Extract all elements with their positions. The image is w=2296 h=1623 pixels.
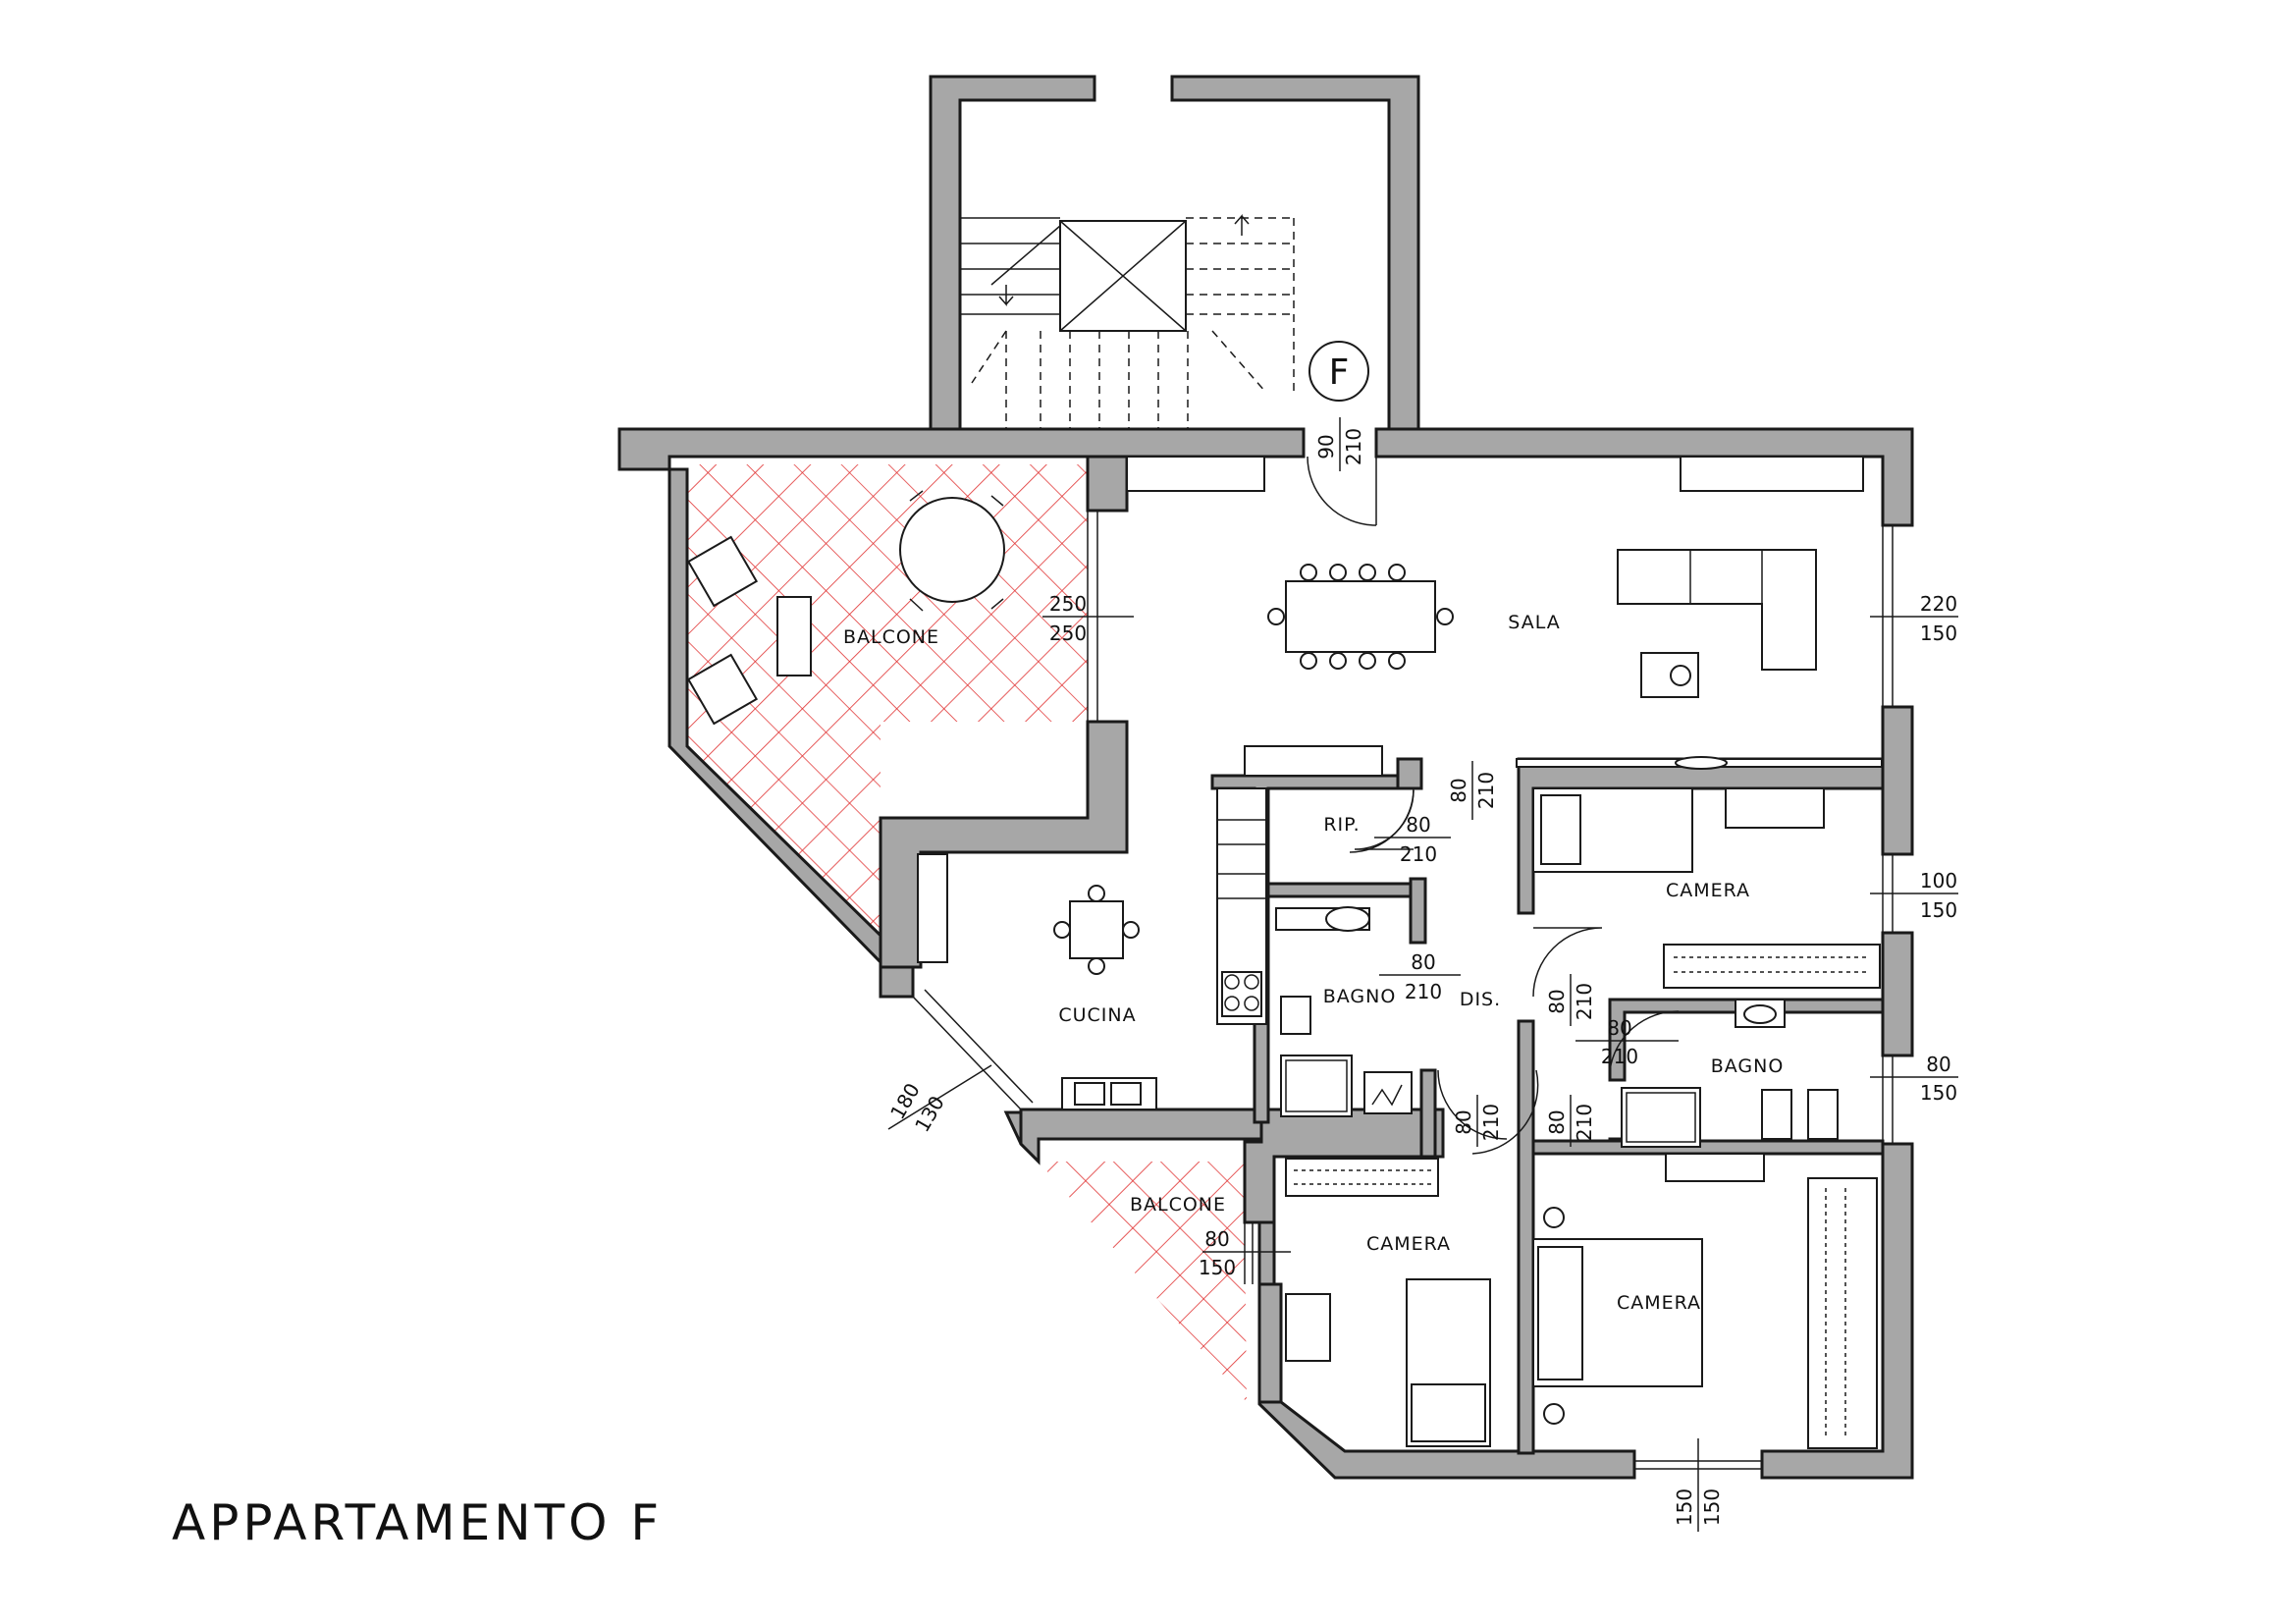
dim-sala-height: 150 — [1920, 622, 1957, 645]
dim-balcone-window: 250 250 — [1042, 592, 1134, 645]
dim-camera-bottom-window: 80 150 — [1199, 1227, 1291, 1279]
dim-bagno-width: 80 — [1411, 950, 1435, 974]
room-label-balcone-small: BALCONE — [1130, 1194, 1226, 1216]
dimension-labels: 90 210 250 250 220 150 80 210 80 210 100… — [885, 417, 1958, 1532]
dim-camera-bottom-door-height: 210 — [1479, 1104, 1503, 1141]
dim-bagno-right-door: 80 210 — [1575, 1016, 1679, 1068]
room-label-cucina: CUCINA — [1058, 1004, 1136, 1026]
room-label-camera-bottom-right: CAMERA — [1617, 1292, 1701, 1314]
balcony-furniture — [686, 490, 1005, 726]
dim-camera-bottom-right-win-width: 150 — [1673, 1488, 1696, 1526]
dim-camera-bottom-right-door-height: 210 — [1573, 1104, 1596, 1141]
dim-rip-width: 80 — [1406, 813, 1430, 837]
dim-sala-window: 220 150 — [1870, 592, 1958, 645]
dim-dis-door: 80 210 — [1447, 761, 1498, 820]
room-label-balcone: BALCONE — [843, 626, 939, 648]
room-label-camera: CAMERA — [1666, 880, 1750, 901]
dim-cucina-window: 180 130 — [885, 1064, 992, 1136]
bathroom-fixtures — [1280, 996, 1839, 1148]
dim-camera-bottom-right-win-height: 150 — [1700, 1488, 1724, 1526]
dim-camera-bottom-right-door: 80 210 — [1545, 1095, 1596, 1147]
doors — [1307, 456, 1680, 1155]
dim-entrance: 90 210 — [1314, 417, 1365, 471]
dim-rip-height: 210 — [1400, 842, 1437, 866]
room-label-dis: DIS. — [1460, 989, 1501, 1010]
plan-title: APPARTAMENTO F — [172, 1494, 663, 1551]
dim-balcone-width: 250 — [1049, 592, 1087, 616]
dim-bagno-right-win-height: 150 — [1920, 1081, 1957, 1105]
bedroom-furniture — [1285, 787, 1881, 1449]
room-label-bagno-right: BAGNO — [1711, 1055, 1785, 1077]
dim-bagno-right-width: 80 — [1607, 1016, 1631, 1040]
dim-balcone-height: 250 — [1049, 622, 1087, 645]
dim-camera-right-height: 150 — [1920, 898, 1957, 922]
dim-bagno-height: 210 — [1405, 980, 1442, 1003]
dim-camera-right-door-height: 210 — [1573, 983, 1596, 1020]
dim-camera-right-door: 80 210 — [1545, 974, 1596, 1026]
room-label-camera-bottom: CAMERA — [1366, 1233, 1451, 1255]
staircase — [960, 214, 1295, 432]
dim-camera-right-door-width: 80 — [1545, 989, 1569, 1013]
dim-bagno-right-height: 210 — [1601, 1045, 1638, 1068]
apartment-marker-letter: F — [1329, 352, 1350, 393]
dim-camera-bottom-right-door-width: 80 — [1545, 1109, 1569, 1134]
sala-furniture — [1126, 456, 1883, 770]
dim-sala-width: 220 — [1920, 592, 1957, 616]
room-label-rip: RIP. — [1323, 814, 1360, 836]
dim-rip-door: 80 210 — [1374, 813, 1451, 866]
dim-bagno-door: 80 210 — [1379, 950, 1461, 1003]
balcony-small-floor — [1039, 1162, 1247, 1402]
room-label-sala: SALA — [1508, 612, 1560, 633]
dim-camera-bottom-win-height: 150 — [1199, 1256, 1236, 1279]
dim-camera-right-width: 100 — [1920, 869, 1957, 893]
kitchen-furniture — [917, 745, 1383, 1110]
dim-camera-bottom-win-width: 80 — [1204, 1227, 1229, 1251]
dim-entrance-height: 210 — [1342, 428, 1365, 465]
dim-camera-bottom-right-window: 150 150 — [1673, 1438, 1724, 1532]
dim-camera-right-window: 100 150 — [1870, 869, 1958, 922]
dim-camera-bottom-door: 80 210 — [1452, 1095, 1503, 1147]
dim-camera-bottom-door-width: 80 — [1452, 1109, 1475, 1134]
dim-dis-width: 80 — [1447, 778, 1470, 802]
room-labels: BALCONE SALA RIP. CUCINA BAGNO DIS. CAME… — [843, 612, 1785, 1314]
dim-entrance-width: 90 — [1314, 434, 1338, 459]
dim-dis-height: 210 — [1474, 772, 1498, 809]
dim-bagno-right-win-width: 80 — [1926, 1053, 1950, 1076]
room-label-bagno: BAGNO — [1323, 986, 1397, 1007]
dim-bagno-right-window: 80 150 — [1870, 1053, 1958, 1105]
apartment-marker: F — [1308, 341, 1369, 402]
